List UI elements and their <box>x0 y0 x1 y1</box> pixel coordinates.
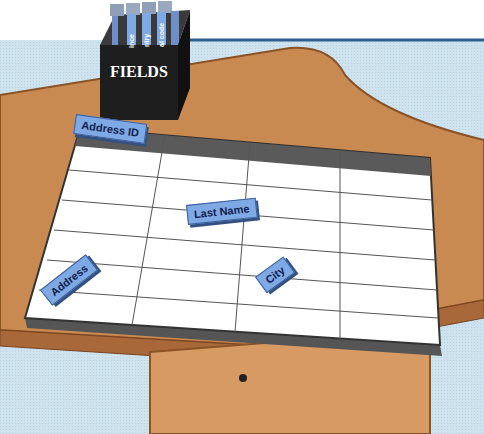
desk-top <box>0 48 484 345</box>
field-block: Last Name <box>186 198 257 225</box>
box-label: FIELDS <box>110 63 168 81</box>
table-sheet <box>25 128 440 345</box>
box-side <box>178 10 190 120</box>
card-tab-label: al code <box>158 23 165 47</box>
box-front <box>100 45 178 120</box>
drawer-knob <box>239 374 247 382</box>
backdrop <box>0 40 484 434</box>
card-tab-label: ince <box>128 34 135 48</box>
fields-box: FIELDS <box>106 61 172 83</box>
field-name: Address <box>48 262 90 299</box>
field-name: Last Name <box>193 202 250 220</box>
field-name: City <box>263 264 287 286</box>
table-grid <box>39 135 438 339</box>
backdrop-edge <box>140 39 484 42</box>
card-tab-label: ntry <box>143 34 150 47</box>
field-block: Address <box>40 254 98 305</box>
field-name: Address ID <box>81 119 140 139</box>
field-block: Address ID <box>73 114 147 144</box>
field-block: City <box>255 257 295 294</box>
index-cards <box>110 1 179 50</box>
